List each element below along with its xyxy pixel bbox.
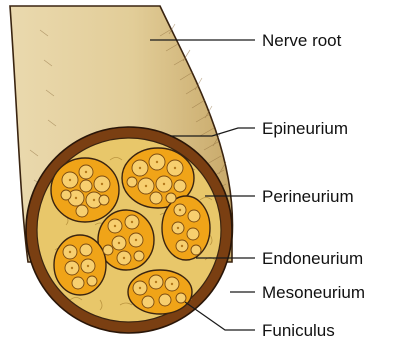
labels: Nerve root Epineurium Perineurium Endone… [262, 31, 365, 340]
label-funiculus: Funiculus [262, 321, 335, 340]
label-endoneurium: Endoneurium [262, 249, 363, 268]
label-mesoneurium: Mesoneurium [262, 283, 365, 302]
label-nerve-root: Nerve root [262, 31, 342, 50]
label-epineurium: Epineurium [262, 119, 348, 138]
label-perineurium: Perineurium [262, 187, 354, 206]
